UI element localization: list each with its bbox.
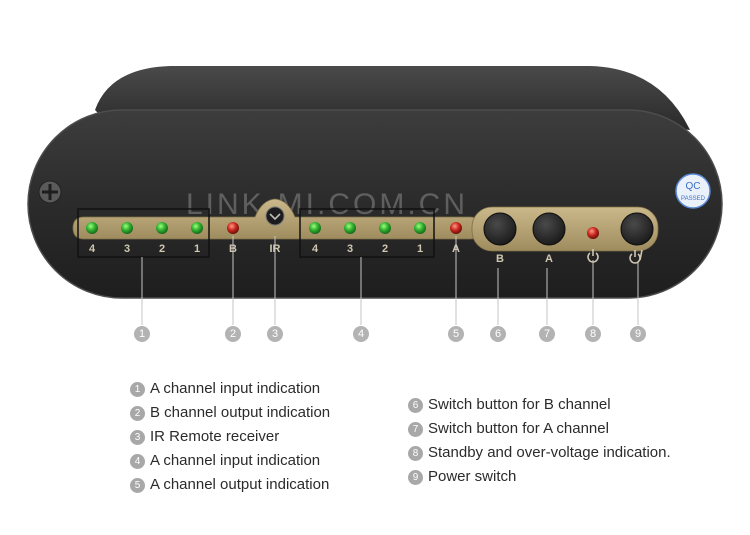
callout-9: 9	[630, 326, 646, 342]
callout-leaders	[141, 236, 639, 325]
callout-8: 8	[585, 326, 601, 342]
callout-4: 4	[353, 326, 369, 342]
watermark: LINK-MI.COM.CN	[186, 188, 468, 221]
led-green	[86, 222, 98, 234]
callout-3: 3	[267, 326, 283, 342]
callout-7: 7	[539, 326, 555, 342]
callout-5: 5	[448, 326, 464, 342]
power-icon	[629, 249, 643, 264]
led-green	[121, 222, 133, 234]
svg-text:1: 1	[194, 243, 200, 255]
svg-text:2: 2	[159, 243, 165, 255]
led-red-a	[450, 222, 462, 234]
led-green	[414, 222, 426, 234]
switch-b-button[interactable]	[483, 212, 517, 246]
callout-2: 2	[225, 326, 241, 342]
led-green	[156, 222, 168, 234]
svg-text:4: 4	[312, 243, 319, 255]
power-button[interactable]	[620, 212, 654, 246]
switch-a-button[interactable]	[532, 212, 566, 246]
led-green	[191, 222, 203, 234]
led-green	[344, 222, 356, 234]
ir-receiver-icon	[265, 206, 285, 226]
svg-text:3: 3	[347, 243, 353, 255]
svg-text:QC: QC	[686, 181, 701, 192]
callout-1: 1	[134, 326, 150, 342]
label-button-b: B	[496, 253, 504, 265]
led-green	[309, 222, 321, 234]
led-group-a-input: 4 3 2 1	[77, 208, 210, 258]
svg-text:PASSED: PASSED	[681, 196, 706, 202]
svg-text:4: 4	[89, 243, 96, 255]
led-group-a-output: 4 3 2 1	[299, 208, 435, 258]
led-green	[379, 222, 391, 234]
callout-6: 6	[490, 326, 506, 342]
led-red-standby	[587, 227, 599, 239]
led-red-b	[227, 222, 239, 234]
svg-text:3: 3	[124, 243, 130, 255]
svg-text:2: 2	[382, 243, 388, 255]
qc-passed-badge: QC PASSED	[675, 173, 711, 209]
screw-icon	[38, 180, 62, 204]
label-button-a: A	[545, 253, 553, 265]
svg-text:1: 1	[417, 243, 423, 255]
